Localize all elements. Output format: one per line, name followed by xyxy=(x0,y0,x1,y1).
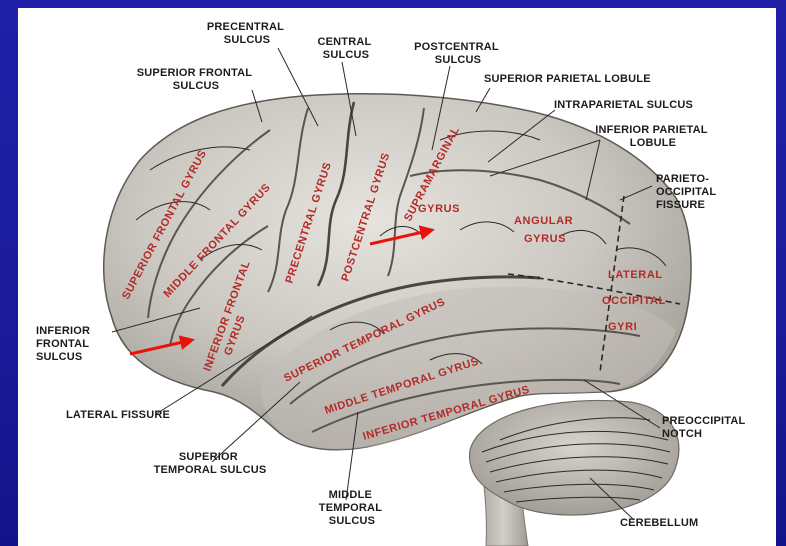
label-inferior-frontal-sulcus-3: SULCUS xyxy=(36,351,82,363)
label-central-sulcus-2: SULCUS xyxy=(323,49,369,61)
label-cerebellum: CEREBELLUM xyxy=(620,517,698,529)
cerebellum-shape xyxy=(470,400,679,515)
svg-text:INFERIOR FRONTAL: INFERIOR FRONTAL SULCUS xyxy=(36,325,93,363)
gyrus-lateral-occipital-2: OCCIPITAL xyxy=(602,295,666,307)
svg-text:PRECENTRAL SULCUS: PRECENTRAL SULCUS xyxy=(207,21,287,46)
label-preoccipital-notch-1: PREOCCIPITAL xyxy=(662,415,746,427)
label-preoccipital-notch-2: NOTCH xyxy=(662,428,702,440)
label-middle-temporal-sulcus-2: TEMPORAL xyxy=(319,502,382,514)
label-parieto-occipital-1: PARIETO- xyxy=(656,173,709,185)
label-parieto-occipital-2: OCCIPITAL xyxy=(656,186,716,198)
svg-text:PREOCCIPITAL NOTCH: PREOCCIPITAL NOTCH xyxy=(662,415,749,440)
label-precentral-sulcus-1: PRECENTRAL xyxy=(207,21,284,33)
label-central-sulcus-1: CENTRAL xyxy=(317,36,371,48)
label-lateral-fissure: LATERAL FISSURE xyxy=(66,409,170,421)
label-inferior-parietal-lobule-2: LOBULE xyxy=(630,137,676,149)
label-superior-parietal-lobule: SUPERIOR PARIETAL LOBULE xyxy=(484,73,651,85)
label-postcentral-sulcus-1: POSTCENTRAL xyxy=(414,41,499,53)
label-middle-temporal-sulcus-1: MIDDLE xyxy=(329,489,372,501)
svg-text:CENTRAL SULCUS: CENTRAL SULCUS xyxy=(317,36,374,61)
label-superior-frontal-sulcus-2: SULCUS xyxy=(173,80,219,92)
gyrus-angular-1: ANGULAR xyxy=(514,215,573,227)
gyrus-lateral-occipital-3: GYRI xyxy=(608,321,637,333)
gyrus-angular-2: GYRUS xyxy=(524,233,566,245)
label-intraparietal-sulcus: INTRAPARIETAL SULCUS xyxy=(554,99,693,111)
svg-text:POSTCENTRAL SULCUS: POSTCENTRAL SULCUS xyxy=(414,41,502,66)
svg-text:SUPERIOR TEMPORAL SULC: SUPERIOR TEMPORAL SULCUS xyxy=(154,451,267,476)
svg-text:MIDDLE TEMPORAL: MIDDLE TEMPORAL SULCUS xyxy=(319,489,385,527)
gyrus-supramarginal-2: GYRUS xyxy=(418,203,460,215)
label-superior-temporal-sulcus-1: SUPERIOR xyxy=(179,451,238,463)
label-inferior-frontal-sulcus-1: INFERIOR xyxy=(36,325,90,337)
label-postcentral-sulcus-2: SULCUS xyxy=(435,54,481,66)
svg-text:SUPERIOR FRONTAL SULCU: SUPERIOR FRONTAL SULCUS xyxy=(137,67,256,92)
label-superior-frontal-sulcus-1: SUPERIOR FRONTAL xyxy=(137,67,253,79)
label-superior-temporal-sulcus-2: TEMPORAL SULCUS xyxy=(154,464,267,476)
label-parieto-occipital-3: FISSURE xyxy=(656,199,705,211)
svg-text:PARIETO- OCCIPITAL: PARIETO- OCCIPITAL FISSURE xyxy=(656,173,719,211)
label-inferior-parietal-lobule-1: INFERIOR PARIETAL xyxy=(595,124,707,136)
gyrus-lateral-occipital-1: LATERAL xyxy=(608,269,663,281)
label-middle-temporal-sulcus-3: SULCUS xyxy=(329,515,375,527)
label-precentral-sulcus-2: SULCUS xyxy=(224,34,270,46)
label-inferior-frontal-sulcus-2: FRONTAL xyxy=(36,338,89,350)
